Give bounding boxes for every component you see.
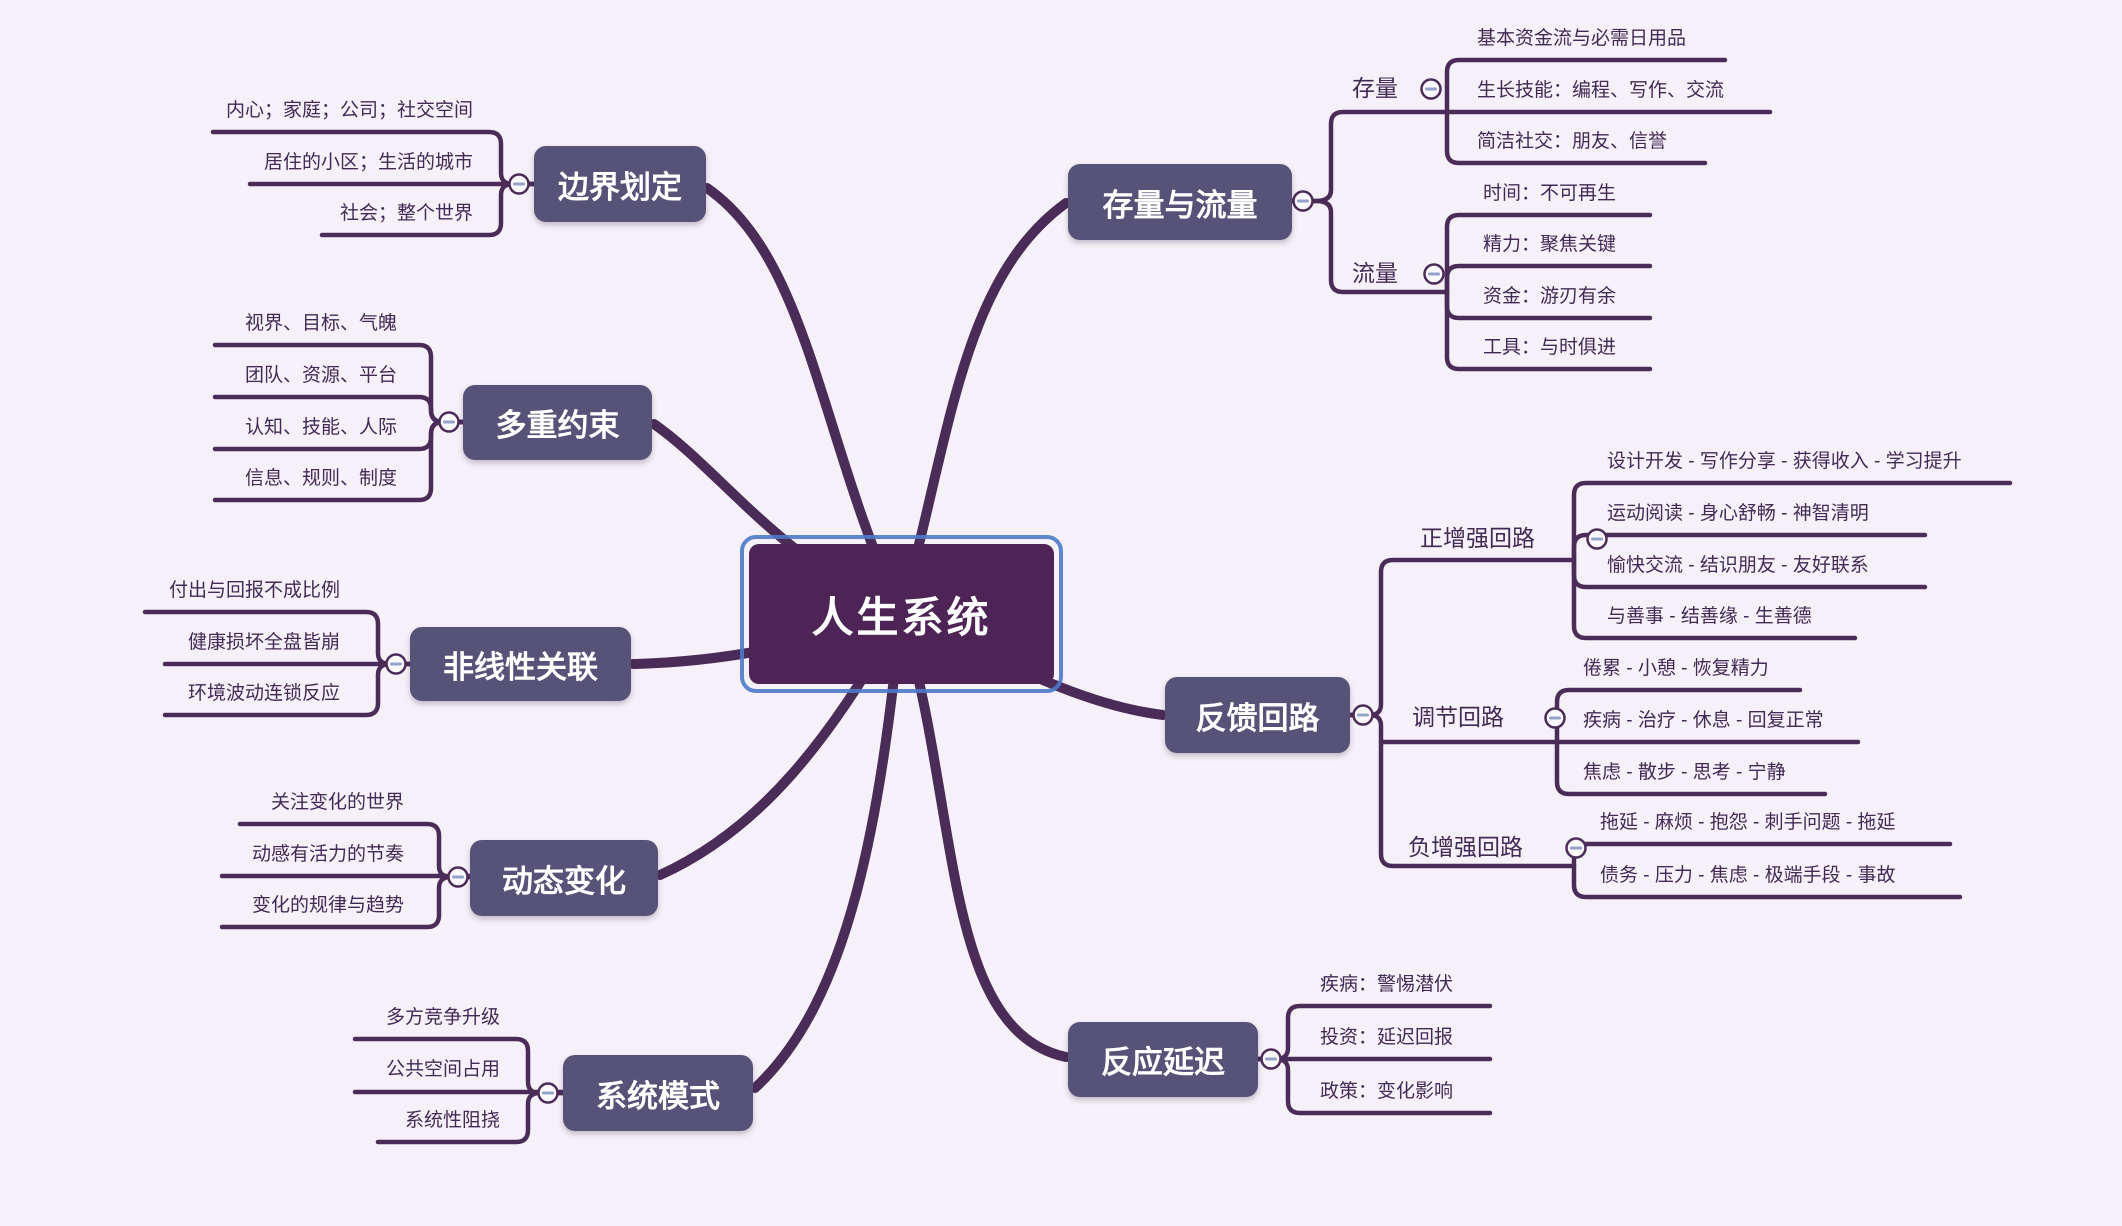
subtopic-positive-loop[interactable]: 正增强回路	[1420, 525, 1535, 551]
pattern-connectors	[352, 1036, 566, 1145]
child-item[interactable]: 健康损坏全盘皆崩	[187, 632, 340, 653]
child-item[interactable]: 精力：聚焦关键	[1483, 234, 1617, 255]
child-item[interactable]: 疾病：警惕潜伏	[1320, 974, 1454, 995]
child-item[interactable]: 团队、资源、平台	[244, 365, 397, 386]
central-topic-selection-border: 人生系统	[740, 535, 1063, 693]
child-item[interactable]: 多方竞争升级	[385, 1007, 500, 1028]
child-item[interactable]: 内心；家庭；公司；社交空间	[225, 100, 473, 121]
child-item[interactable]: 政策：变化影响	[1320, 1081, 1454, 1102]
topic-nonlinear[interactable]: 非线性关联	[410, 627, 631, 701]
child-item[interactable]: 倦累 - 小憩 - 恢复精力	[1583, 658, 1769, 679]
collapse-icon[interactable]	[1292, 190, 1314, 212]
topic-dynamic[interactable]: 动态变化	[470, 840, 658, 916]
child-item[interactable]: 拖延 - 麻烦 - 抱怨 - 刺手问题 - 拖延	[1600, 812, 1896, 833]
feedback-connectors	[1347, 480, 2013, 900]
child-item[interactable]: 工具：与时俱进	[1483, 337, 1617, 358]
child-item[interactable]: 系统性阻挠	[404, 1110, 500, 1131]
topic-feedback[interactable]: 反馈回路	[1165, 677, 1350, 753]
child-item[interactable]: 愉快交流 - 结识朋友 - 友好联系	[1607, 555, 1869, 576]
collapse-icon[interactable]	[1586, 528, 1608, 550]
child-item[interactable]: 债务 - 压力 - 焦虑 - 极端手段 - 事故	[1600, 865, 1896, 886]
dynamic-connectors	[219, 821, 473, 930]
child-item[interactable]: 关注变化的世界	[270, 792, 404, 813]
collapse-icon[interactable]	[1544, 707, 1566, 729]
collapse-icon[interactable]	[1423, 263, 1445, 285]
child-item[interactable]: 居住的小区；生活的城市	[263, 152, 473, 173]
child-item[interactable]: 时间：不可再生	[1483, 183, 1617, 204]
topic-boundary[interactable]: 边界划定	[534, 146, 706, 222]
nonlinear-connectors	[142, 609, 413, 718]
child-item[interactable]: 社会；整个世界	[339, 203, 473, 224]
collapse-icon[interactable]	[1565, 837, 1587, 859]
stockflow-connectors	[1289, 57, 1773, 372]
subtopic-regulating-loop[interactable]: 调节回路	[1412, 704, 1504, 730]
child-item[interactable]: 公共空间占用	[385, 1059, 500, 1080]
central-topic[interactable]: 人生系统	[749, 544, 1054, 684]
child-item[interactable]: 生长技能：编程、写作、交流	[1477, 80, 1725, 101]
child-item[interactable]: 基本资金流与必需日用品	[1477, 28, 1687, 49]
collapse-icon[interactable]	[1420, 78, 1442, 100]
collapse-icon[interactable]	[438, 411, 460, 433]
collapse-icon[interactable]	[1260, 1048, 1282, 1070]
collapse-icon[interactable]	[1352, 704, 1374, 726]
child-item[interactable]: 变化的规律与趋势	[251, 895, 404, 916]
child-item[interactable]: 疾病 - 治疗 - 休息 - 回复正常	[1583, 710, 1824, 731]
child-item[interactable]: 简洁社交：朋友、信誉	[1477, 131, 1668, 152]
child-item[interactable]: 认知、技能、人际	[244, 417, 397, 438]
boundary-connectors	[210, 129, 537, 238]
child-item[interactable]: 与善事 - 结善缘 - 生善德	[1607, 606, 1812, 627]
subtopic-negative-loop[interactable]: 负增强回路	[1408, 834, 1523, 860]
child-item[interactable]: 设计开发 - 写作分享 - 获得收入 - 学习提升	[1607, 451, 1962, 472]
child-item[interactable]: 视界、目标、气魄	[244, 313, 397, 334]
child-item[interactable]: 信息、规则、制度	[244, 468, 397, 489]
topic-delay[interactable]: 反应延迟	[1068, 1022, 1258, 1097]
collapse-icon[interactable]	[385, 653, 407, 675]
collapse-icon[interactable]	[508, 173, 530, 195]
topic-stockflow[interactable]: 存量与流量	[1068, 164, 1292, 240]
collapse-icon[interactable]	[447, 866, 469, 888]
topic-constraints[interactable]: 多重约束	[463, 385, 652, 460]
child-item[interactable]: 焦虑 - 散步 - 思考 - 宁静	[1583, 762, 1786, 783]
constraints-connectors	[212, 342, 466, 503]
child-item[interactable]: 资金：游刃有余	[1483, 286, 1617, 307]
child-item[interactable]: 投资：延迟回报	[1320, 1027, 1454, 1048]
child-item[interactable]: 环境波动连锁反应	[187, 683, 340, 704]
collapse-icon[interactable]	[537, 1082, 559, 1104]
child-item[interactable]: 动感有活力的节奏	[251, 844, 404, 865]
subtopic-stock[interactable]: 存量	[1352, 75, 1398, 101]
topic-pattern[interactable]: 系统模式	[563, 1055, 753, 1131]
child-item[interactable]: 运动阅读 - 身心舒畅 - 神智清明	[1607, 503, 1869, 524]
subtopic-flow[interactable]: 流量	[1352, 260, 1398, 286]
child-item[interactable]: 付出与回报不成比例	[168, 580, 340, 601]
